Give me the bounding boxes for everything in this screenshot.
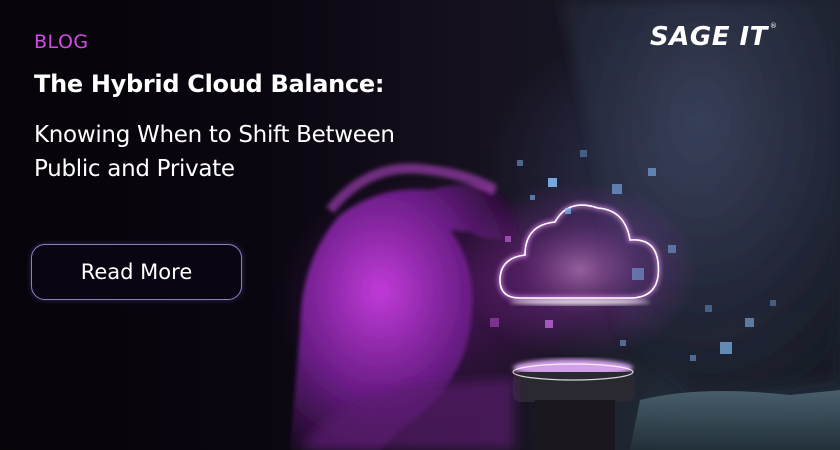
category-label: BLOG <box>34 31 89 53</box>
smartwatch-icon <box>512 359 635 450</box>
read-more-button[interactable]: Read More <box>31 244 242 300</box>
subheadline-line-1: Knowing When to Shift Between <box>34 122 395 148</box>
headline: The Hybrid Cloud Balance: <box>34 70 385 98</box>
cloud-icon <box>497 202 661 305</box>
hand-icon <box>290 163 516 450</box>
registered-mark: ® <box>769 22 777 30</box>
subheadline-line-2: Public and Private <box>34 156 235 182</box>
sage-it-logo[interactable]: SAGE IT ® <box>650 20 777 54</box>
subheadline: Knowing When to Shift Between Public and… <box>34 118 534 186</box>
sleeve-shape <box>630 390 840 450</box>
pixel-squares <box>490 150 776 361</box>
logo-text: SAGE IT <box>650 22 768 52</box>
